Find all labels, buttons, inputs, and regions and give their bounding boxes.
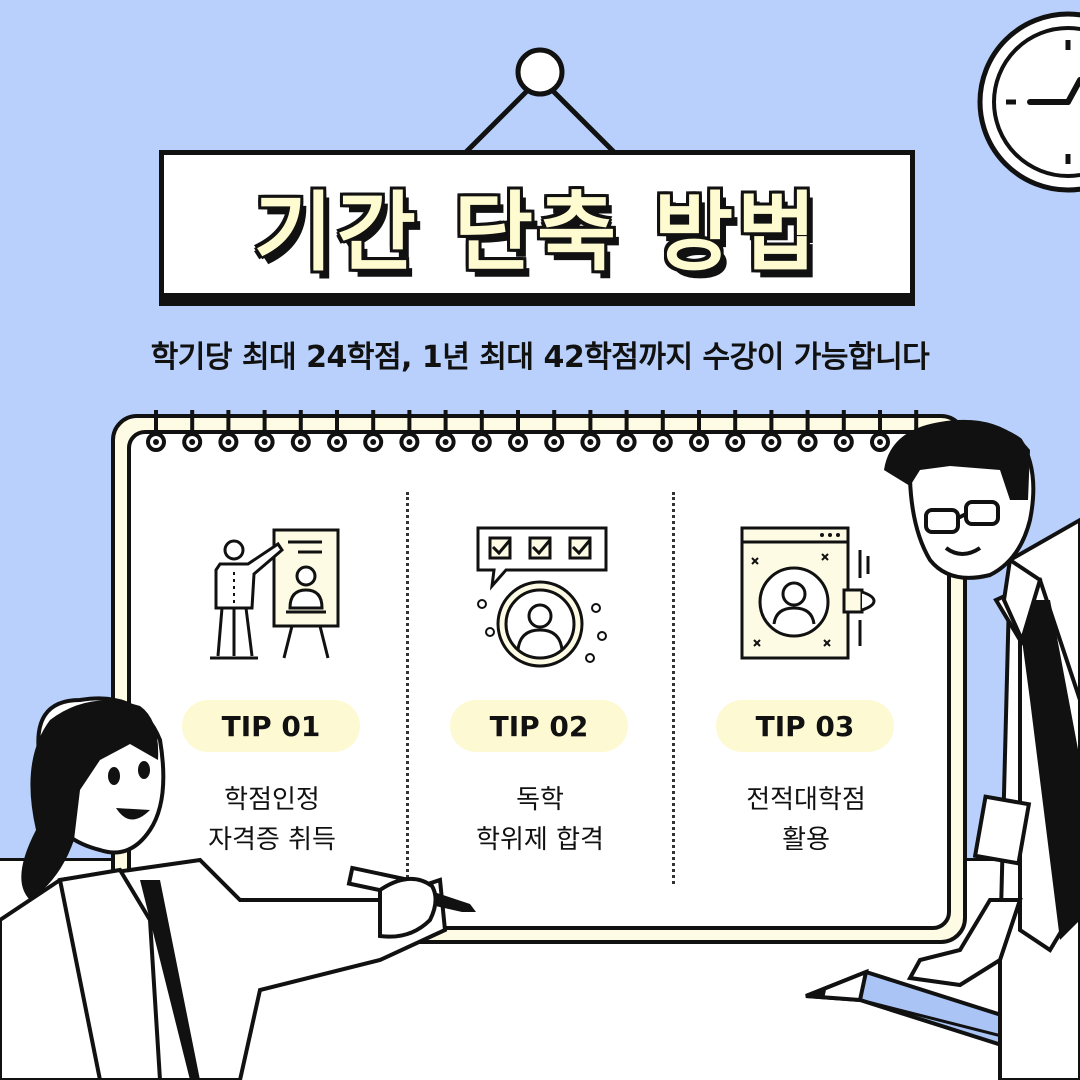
spiral-ring — [725, 410, 746, 452]
spiral-ring — [146, 410, 166, 452]
title-sign: 기간 단축 방법 — [159, 150, 915, 298]
spiral-ring — [508, 410, 528, 452]
column-divider — [406, 492, 409, 884]
spiral-ring — [544, 410, 565, 452]
presentation-icon — [192, 520, 352, 670]
page-title: 기간 단축 방법 — [253, 182, 821, 283]
spiral-ring — [689, 410, 709, 452]
tip-card-3: TIP 03 전적대학점 활용 — [676, 470, 936, 890]
spiral-ring — [761, 410, 782, 452]
spiral-ring — [399, 410, 420, 452]
tip-badge: TIP 03 — [716, 700, 894, 752]
tip-description: 독학 학위제 합격 — [410, 780, 670, 860]
checklist-person-icon — [460, 520, 620, 670]
tip-line: 활용 — [782, 825, 830, 855]
tip-line: 학점인정 — [224, 785, 320, 815]
spiral-ring — [652, 410, 673, 452]
tip-line: 독학 — [516, 785, 564, 815]
profile-window-icon — [726, 520, 886, 670]
tip-description: 전적대학점 활용 — [676, 780, 936, 860]
spiral-ring — [580, 410, 601, 452]
spiral-ring — [797, 410, 818, 452]
spiral-ring — [327, 410, 347, 452]
spiral-ring — [182, 410, 203, 452]
spiral-ring — [435, 410, 456, 452]
flipchart-page — [127, 430, 951, 930]
tip-line: 전적대학점 — [746, 785, 866, 815]
tip-description: 학점인정 자격증 취득 — [142, 780, 402, 860]
spiral-ring — [616, 410, 637, 452]
spiral-ring — [290, 410, 311, 452]
tip-badge: TIP 02 — [450, 700, 628, 752]
subtitle: 학기당 최대 24학점, 1년 최대 42학점까지 수강이 가능합니다 — [150, 340, 930, 375]
tip-badge: TIP 01 — [182, 700, 360, 752]
spiral-ring — [218, 410, 239, 452]
tip-line: 학위제 합격 — [476, 825, 604, 855]
spiral-ring — [471, 410, 492, 452]
column-divider — [672, 492, 675, 884]
tip-card-2: TIP 02 독학 학위제 합격 — [410, 470, 670, 890]
spiral-ring — [833, 410, 854, 452]
tip-line: 자격증 취득 — [208, 825, 336, 855]
spiral-ring — [870, 410, 890, 452]
spiral-ring — [254, 410, 275, 452]
tip-card-1: TIP 01 학점인정 자격증 취득 — [142, 470, 402, 890]
spiral-ring — [363, 410, 384, 452]
